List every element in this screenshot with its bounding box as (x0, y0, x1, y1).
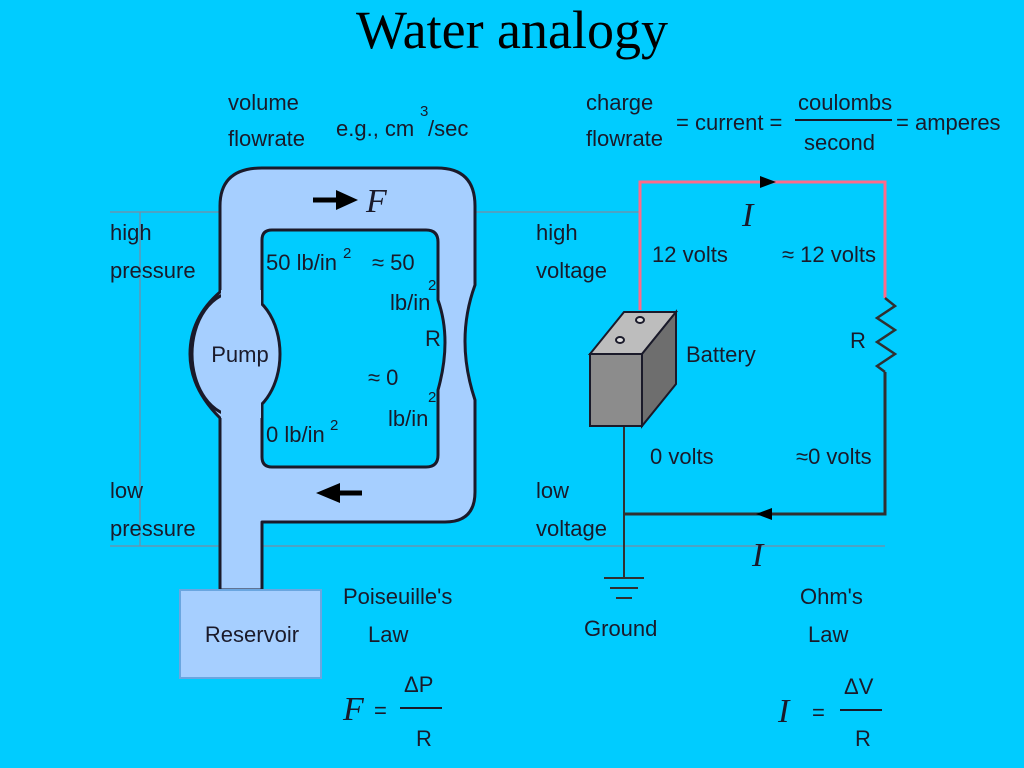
units-suffix: /sec (428, 116, 468, 141)
units-label: e.g., cm (336, 116, 414, 141)
low-voltage-line2: voltage (536, 516, 607, 541)
volume-label-line2: flowrate (228, 126, 305, 151)
voltage-top-right: ≈ 12 volts (782, 242, 876, 267)
pipe-body (188, 166, 477, 592)
low-pressure-line1: low (110, 478, 143, 503)
eq-amperes: = amperes (896, 110, 1001, 135)
volume-label-line1: volume (228, 90, 299, 115)
formula-denominator: R (416, 726, 432, 751)
voltage-bottom-right: ≈0 volts (796, 444, 872, 469)
high-pressure-line2: pressure (110, 258, 196, 283)
ohms-law-line1: Ohm's (800, 584, 863, 609)
low-wire (624, 372, 887, 516)
formula-lhs: F (342, 691, 365, 728)
pressure-low-right-exp: 2 (428, 389, 436, 406)
resistor-icon (874, 297, 898, 373)
charge-label-line1: charge (586, 90, 653, 115)
water-pipe-loop: Pump (188, 166, 477, 592)
current-arrow-top (760, 176, 776, 188)
flow-symbol: F (365, 183, 388, 220)
low-voltage-line1: low (536, 478, 569, 503)
pump-label: Pump (211, 342, 268, 367)
pressure-high-top-exp: 2 (343, 245, 351, 262)
pressure-low-left-exp: 2 (330, 417, 338, 434)
pressure-low-left: 0 lb/in (266, 422, 325, 447)
battery-label: Battery (686, 342, 756, 367)
ohms-formula: I = ΔV R (777, 674, 882, 751)
formula-equals: = (374, 698, 387, 723)
ohm-formula-lhs: I (777, 693, 791, 730)
high-voltage-line2: voltage (536, 258, 607, 283)
pressure-low-right: ≈ 0 (368, 365, 398, 390)
fraction-numerator: coulombs (798, 90, 892, 115)
electric-resistor-label: R (850, 328, 866, 353)
pressure-high-right-unit: lb/in (390, 290, 430, 315)
flow-arrow-top (313, 190, 358, 210)
flow-arrow-bottom (316, 483, 362, 503)
units-exponent: 3 (420, 103, 428, 120)
pressure-low-right-unit: lb/in (388, 406, 428, 431)
fraction-denominator: second (804, 130, 875, 155)
voltage-bottom-left: 0 volts (650, 444, 714, 469)
pressure-high-right-exp: 2 (428, 277, 436, 294)
high-pressure-line1: high (110, 220, 152, 245)
eq-current: = current = (676, 110, 782, 135)
ground-label: Ground (584, 616, 657, 641)
page-title: Water analogy (356, 0, 668, 60)
reservoir-label: Reservoir (205, 622, 299, 647)
formula-numerator: ΔP (404, 672, 433, 697)
low-pressure-line2: pressure (110, 516, 196, 541)
ohm-formula-denominator: R (855, 726, 871, 751)
current-symbol-top: I (741, 197, 755, 234)
water-resistor-label: R (425, 326, 441, 351)
current-arrow-bottom (756, 508, 772, 520)
charge-label-line2: flowrate (586, 126, 663, 151)
poiseuille-formula: F = ΔP R (342, 672, 442, 751)
poiseuille-law-line2: Law (368, 622, 408, 647)
high-voltage-line1: high (536, 220, 578, 245)
ground-icon (604, 577, 644, 599)
ohm-formula-equals: = (812, 700, 825, 725)
pressure-high-right: ≈ 50 (372, 250, 415, 275)
reservoir (179, 589, 322, 679)
battery-icon (587, 309, 679, 429)
voltage-top-left: 12 volts (652, 242, 728, 267)
poiseuille-law-line1: Poiseuille's (343, 584, 452, 609)
pressure-high-top: 50 lb/in (266, 250, 337, 275)
ohms-law-line2: Law (808, 622, 848, 647)
ohm-formula-numerator: ΔV (844, 674, 874, 699)
current-symbol-bottom: I (751, 537, 765, 574)
